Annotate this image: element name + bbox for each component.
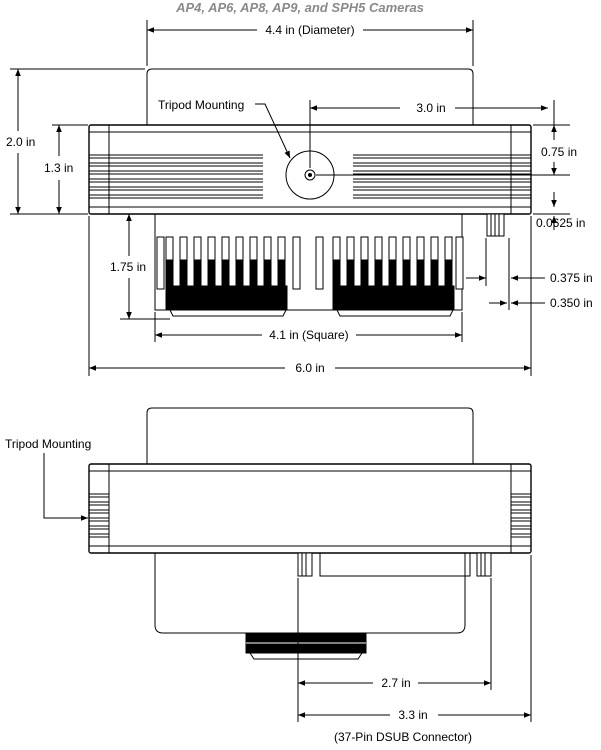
mount-height-label: 0.75 in <box>541 145 577 159</box>
tripod-mounting-label-bottom: Tripod Mounting <box>5 437 91 451</box>
top-view: 4.4 in (Diameter) 2.0 in 1.3 in Tripod M… <box>6 20 593 376</box>
width-label: 6.0 in <box>295 361 324 375</box>
diameter-label: 4.4 in (Diameter) <box>265 23 354 37</box>
heatsink-right <box>332 236 455 317</box>
heatsink-height-label: 1.75 in <box>110 260 146 274</box>
connector-offset-label: 0.375 in <box>550 271 593 285</box>
diagram-title: AP4, AP6, AP8, AP9, and SPH5 Cameras <box>175 0 424 15</box>
tripod-mounting-label: Tripod Mounting <box>158 98 244 112</box>
square-label: 4.1 in (Square) <box>269 328 348 342</box>
tripod-offset-label: 3.0 in <box>416 101 445 115</box>
connector-offset-total-label: 3.3 in <box>398 708 427 722</box>
height-label: 2.0 in <box>6 135 35 149</box>
plate-thickness-label: 0.0625 in <box>536 216 585 230</box>
heatsink-left <box>165 236 288 317</box>
connector-spacing-label: 2.7 in <box>381 676 410 690</box>
body-height-label: 1.3 in <box>44 161 73 175</box>
connector-offset2-label: 0.350 in <box>550 296 593 310</box>
dsub-connector-label: (37-Pin DSUB Connector) <box>334 730 472 744</box>
bottom-view: Tripod Mounting 2.7 in 3.3 in (37-Pin DS… <box>5 407 532 744</box>
